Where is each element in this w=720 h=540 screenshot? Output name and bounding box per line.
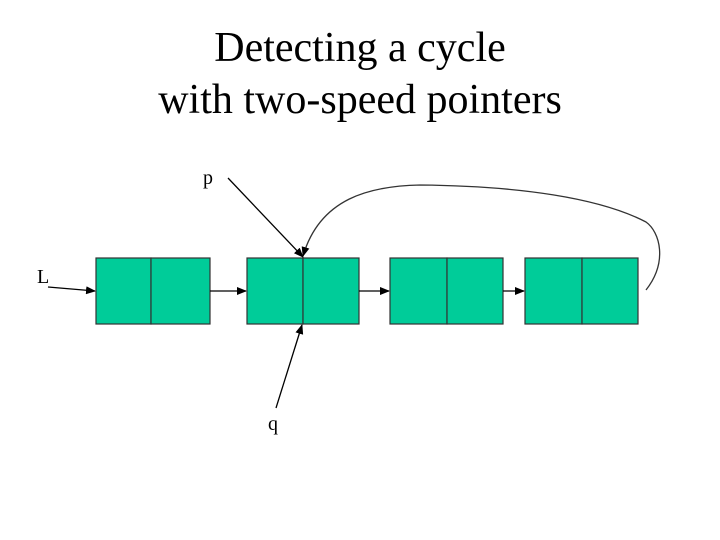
node-4-next-cell [581,257,639,325]
node-1-data-cell [95,257,152,325]
cycle-back-link [301,184,661,291]
node-3-data-cell [389,257,448,325]
node-2 [246,257,360,325]
pointer-label-p: p [203,167,213,189]
node-4-data-cell [524,257,583,325]
node-2-data-cell [246,257,304,325]
pointer-arrow-q [275,324,304,409]
title-line-2: with two-speed pointers [158,77,562,123]
head-label-L: L [37,266,49,288]
slide-title: Detecting a cycle with two-speed pointer… [0,22,720,126]
node-2-next-cell [302,257,360,325]
node-4 [524,257,639,325]
node-3-next-cell [446,257,504,325]
pointer-arrow-p [227,177,304,258]
head-arrow-L [47,286,96,295]
pointer-label-q: q [268,413,278,435]
node-1-next-cell [150,257,211,325]
node-1 [95,257,211,325]
node-3 [389,257,504,325]
title-line-1: Detecting a cycle [214,25,506,71]
